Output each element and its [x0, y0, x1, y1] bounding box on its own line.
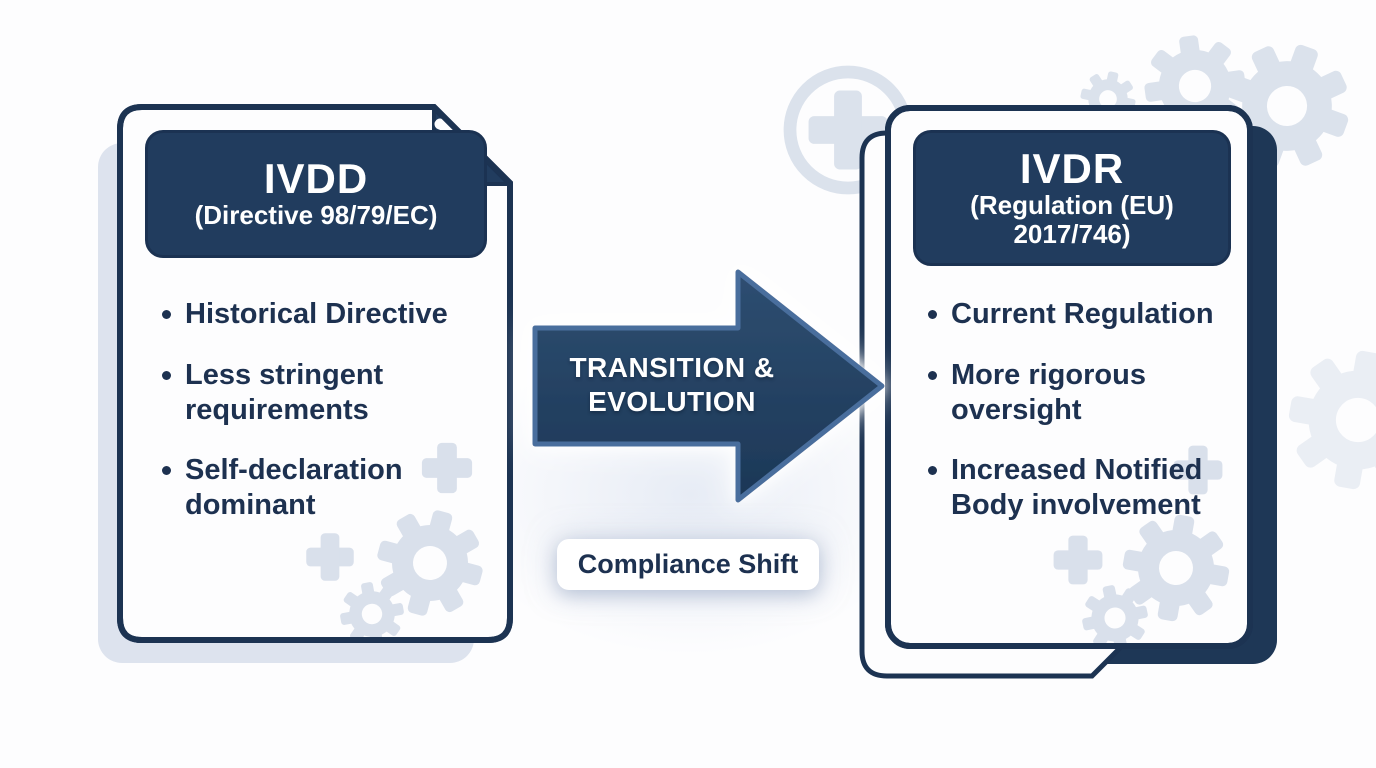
left-card-subtitle: (Directive 98/79/EC): [194, 200, 438, 231]
bullet-text: Self-declaration dominant: [185, 454, 403, 522]
bullet-dot: [162, 310, 171, 319]
transition-arrow: [532, 269, 885, 503]
list-item: Historical Directive: [162, 297, 458, 332]
left-card-bullet-list: Historical Directive Less stringent requ…: [162, 297, 458, 523]
left-card-border: [117, 104, 513, 643]
right-card-subtitle-line2: 2017/746): [1013, 219, 1131, 250]
bullet-text: Current Regulation: [951, 298, 1214, 330]
right-card-bullet-list: Current Regulation More rigorous oversig…: [928, 297, 1218, 523]
bullet-text: More rigorous oversight: [951, 358, 1146, 426]
transition-arrow-label: TRANSITION & EVOLUTION: [538, 351, 806, 419]
left-card-header: IVDD (Directive 98/79/EC): [145, 130, 487, 258]
left-card-title: IVDD: [263, 155, 369, 203]
bullet-dot: [928, 370, 937, 380]
right-card-header: IVDR (Regulation (EU) 2017/746): [913, 130, 1231, 266]
right-card-title: IVDR: [1019, 144, 1125, 192]
gear-icon: [1278, 340, 1376, 500]
list-item: Increased Notified Body involvement: [928, 453, 1218, 523]
list-item: Self-declaration dominant: [162, 453, 458, 523]
list-item: Less stringent requirements: [162, 358, 458, 428]
compliance-shift-badge: Compliance Shift: [557, 539, 819, 590]
bullet-dot: [928, 466, 937, 476]
bullet-dot: [162, 466, 171, 476]
bullet-dot: [928, 310, 937, 319]
arrow-label-line2: EVOLUTION: [588, 386, 756, 418]
arrow-label-line1: TRANSITION &: [569, 352, 775, 383]
bullet-text: Historical Directive: [185, 298, 448, 330]
bullet-text: Increased Notified Body involvement: [951, 454, 1203, 522]
list-item: Current Regulation: [928, 297, 1218, 332]
right-card-border: [885, 105, 1253, 649]
list-item: More rigorous oversight: [928, 358, 1218, 428]
compliance-shift-label: Compliance Shift: [577, 549, 799, 579]
bullet-dot: [162, 370, 171, 380]
bullet-text: Less stringent requirements: [185, 358, 384, 426]
right-card-subtitle-line1: (Regulation (EU): [970, 189, 1174, 220]
